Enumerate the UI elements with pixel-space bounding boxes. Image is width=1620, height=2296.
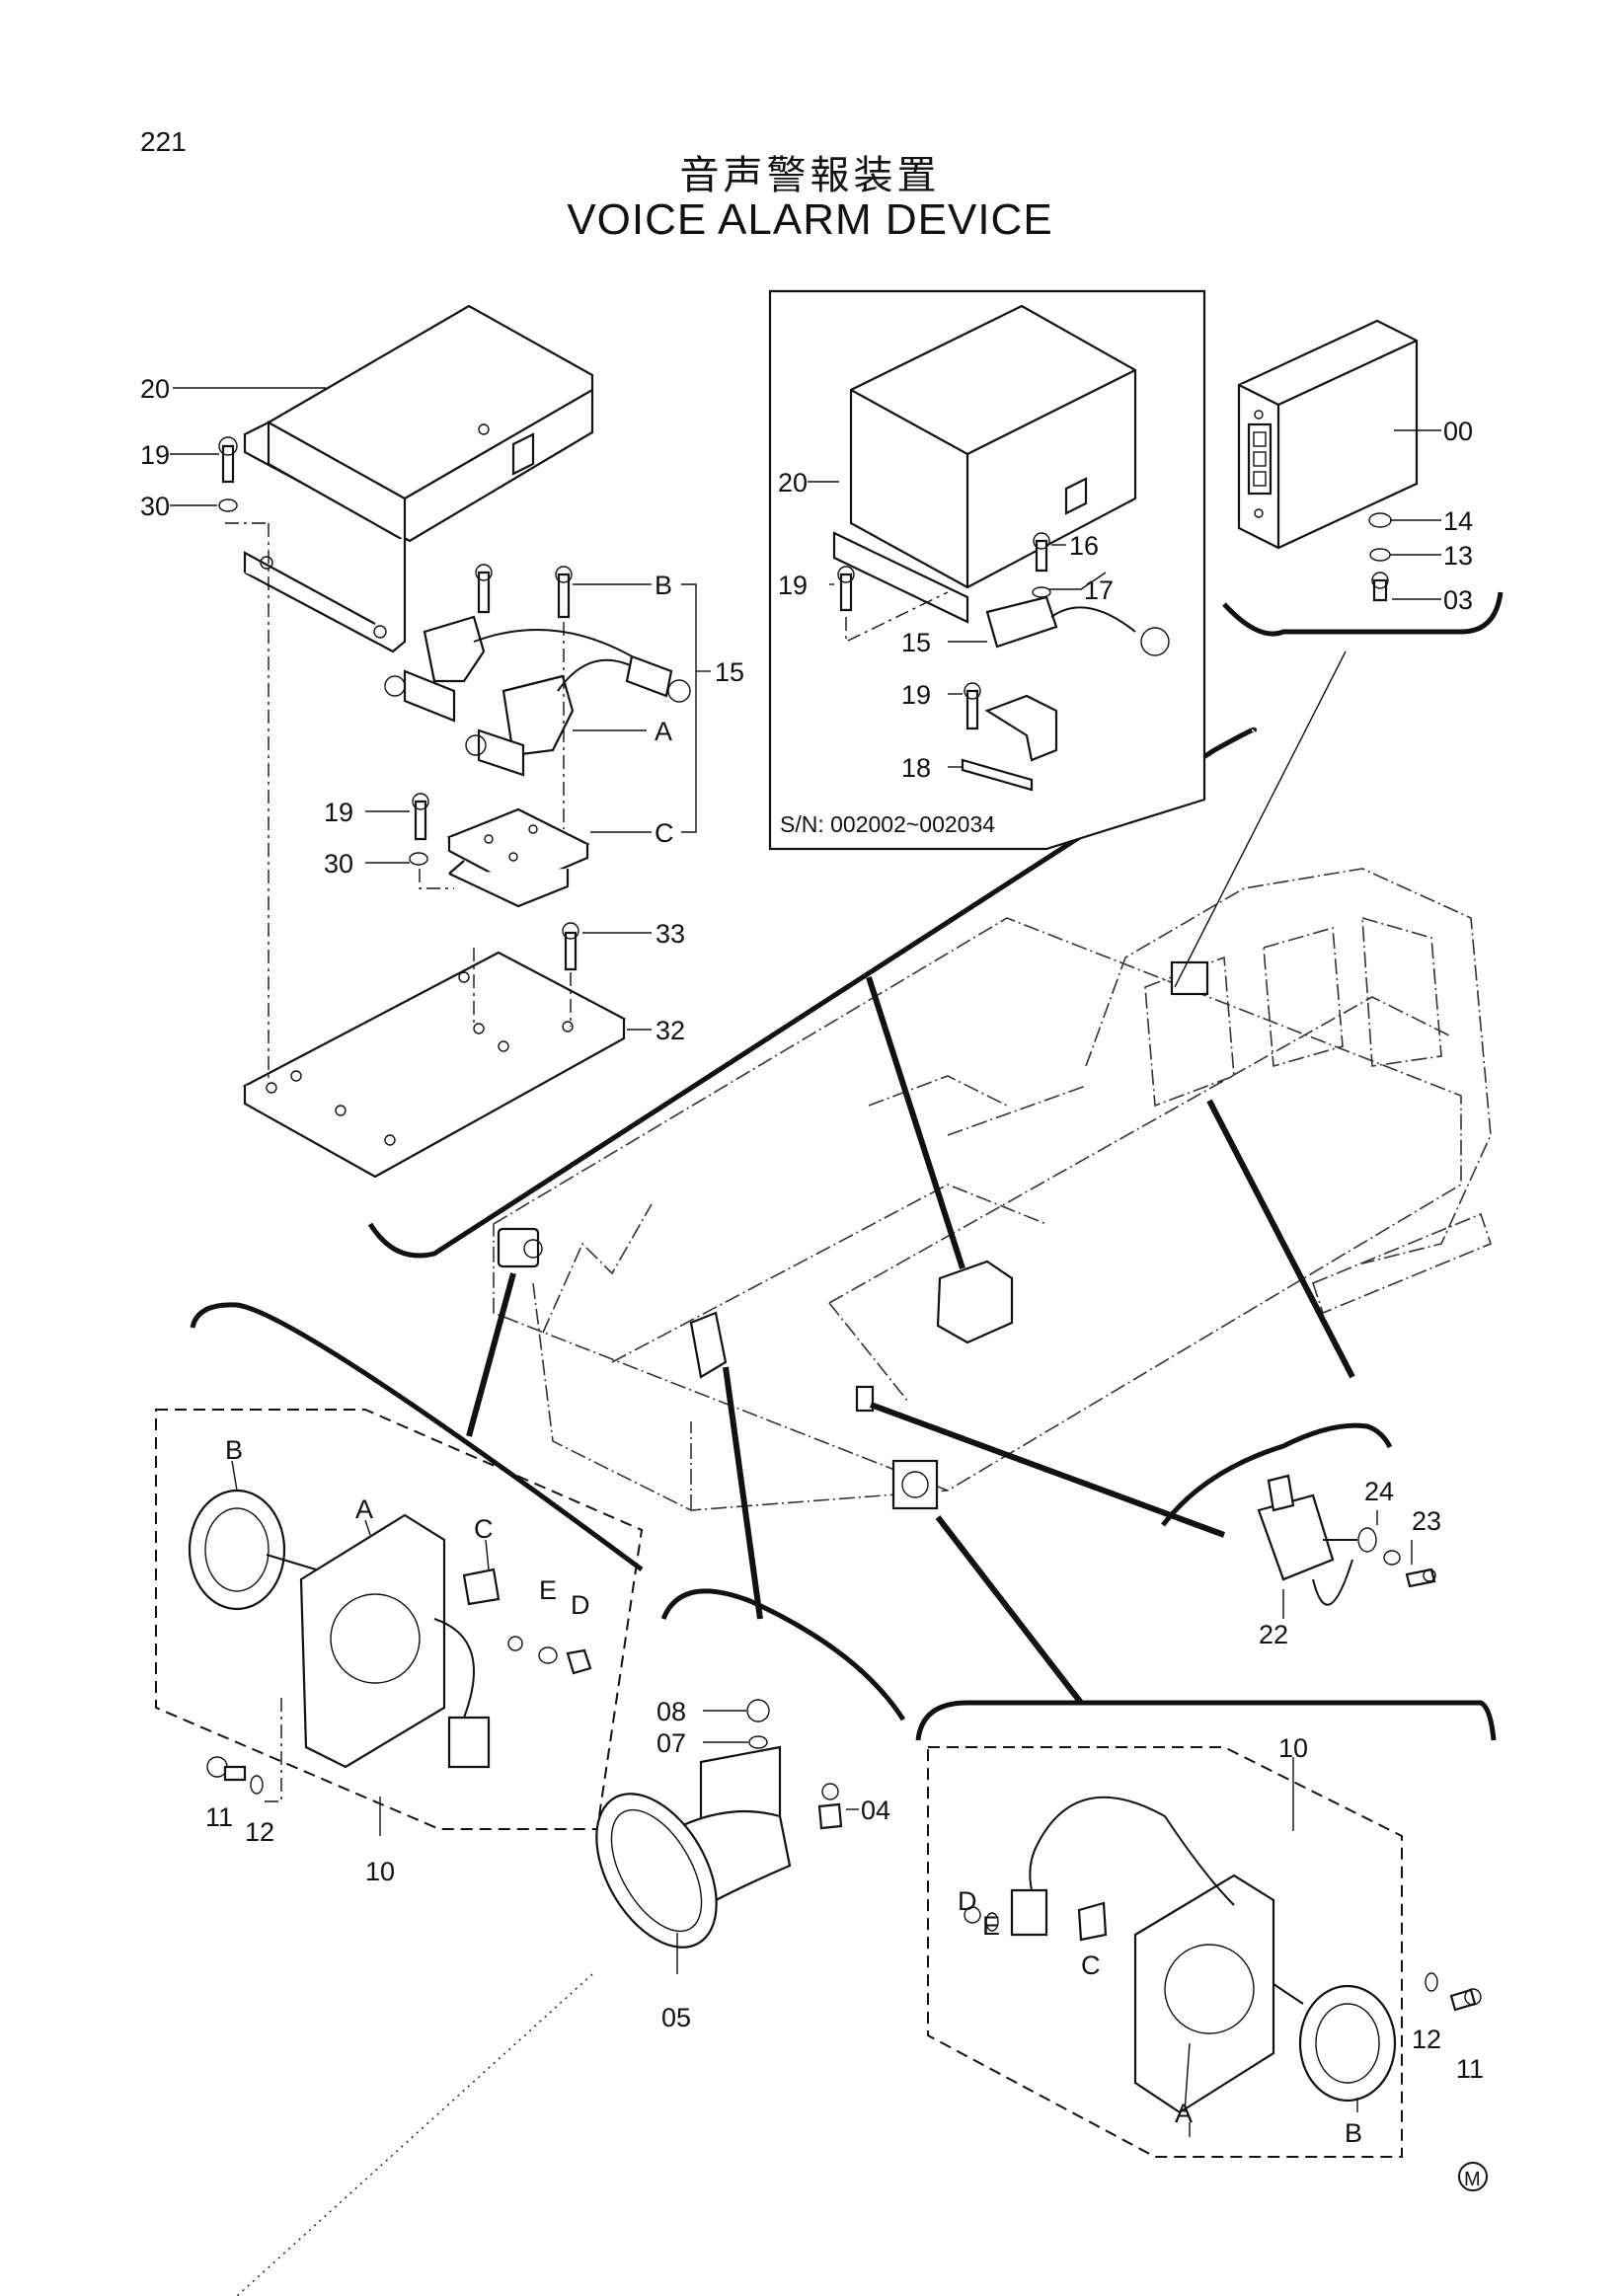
callout-10-left: 10 xyxy=(365,1857,395,1886)
callout-24: 24 xyxy=(1364,1477,1394,1506)
callout-19-d: 19 xyxy=(901,680,931,710)
callout-33: 33 xyxy=(656,919,685,949)
relay xyxy=(1257,1474,1436,1606)
callout-C-top: C xyxy=(655,818,674,848)
callout-19-c: 19 xyxy=(778,571,808,600)
callout-30-b: 30 xyxy=(324,849,353,879)
callout-07: 07 xyxy=(656,1728,686,1758)
callout-20-a: 20 xyxy=(140,374,170,404)
callout-leaders xyxy=(170,387,1441,2137)
leader-arcs xyxy=(190,591,1504,2296)
alarm-unit-right xyxy=(927,1746,1482,2158)
title-japanese: 音声警報装置 xyxy=(679,153,941,198)
callout-labels: 20 19 30 B 15 A C 19 30 33 32 20 19 16 1… xyxy=(140,374,1488,2191)
title-english: VOICE ALARM DEVICE xyxy=(567,195,1053,244)
callout-E-left: E xyxy=(539,1575,557,1605)
callout-B-top: B xyxy=(655,571,672,600)
callout-11-left: 11 xyxy=(205,1802,233,1832)
cover-assembly-left xyxy=(218,304,691,1179)
callout-12-right: 12 xyxy=(1412,2025,1441,2054)
callout-15-b: 15 xyxy=(901,628,931,657)
callout-04: 04 xyxy=(861,1796,890,1825)
callout-00: 00 xyxy=(1443,417,1473,446)
callout-08: 08 xyxy=(656,1697,686,1726)
machine-mounted-parts xyxy=(497,960,1209,1510)
controller-unit xyxy=(1237,319,1419,602)
callout-E-right: E xyxy=(982,1911,1000,1941)
machine-outline xyxy=(493,868,1492,1511)
serial-note: S/N: 002002~002034 xyxy=(780,811,995,837)
callout-B-right: B xyxy=(1345,2118,1362,2148)
callout-B-left: B xyxy=(225,1435,243,1465)
callout-11-right: 11 xyxy=(1456,2054,1484,2084)
callout-A-left: A xyxy=(355,1494,373,1524)
callout-15-a: 15 xyxy=(715,657,744,687)
callout-A-top: A xyxy=(655,717,672,746)
m-mark: M xyxy=(1464,2169,1481,2190)
callout-17: 17 xyxy=(1084,575,1114,605)
callout-D-left: D xyxy=(571,1590,590,1620)
page-number: 221 xyxy=(140,126,187,157)
callout-12-left: 12 xyxy=(245,1817,274,1847)
callout-14: 14 xyxy=(1443,506,1473,536)
callout-C-right: C xyxy=(1081,1951,1101,1980)
callout-10-right: 10 xyxy=(1278,1733,1308,1763)
callout-20-b: 20 xyxy=(778,468,808,497)
callout-19-b: 19 xyxy=(324,798,353,827)
m-mark-circle xyxy=(1458,2162,1488,2191)
serial-variant-box xyxy=(768,289,1206,851)
callout-19-a: 19 xyxy=(140,440,170,470)
callout-23: 23 xyxy=(1412,1506,1441,1536)
callout-22: 22 xyxy=(1259,1620,1288,1649)
callout-30-a: 30 xyxy=(140,492,170,521)
horn xyxy=(595,1699,843,1949)
callout-18: 18 xyxy=(901,753,931,783)
callout-D-right: D xyxy=(958,1886,977,1916)
callout-13: 13 xyxy=(1443,541,1473,571)
alarm-unit-left xyxy=(155,1409,644,1830)
callout-32: 32 xyxy=(656,1016,685,1045)
callout-16: 16 xyxy=(1069,531,1099,561)
callout-C-left: C xyxy=(474,1514,494,1544)
callout-03: 03 xyxy=(1443,585,1473,615)
callout-A-right: A xyxy=(1175,2099,1193,2128)
callout-05: 05 xyxy=(661,2003,691,2032)
